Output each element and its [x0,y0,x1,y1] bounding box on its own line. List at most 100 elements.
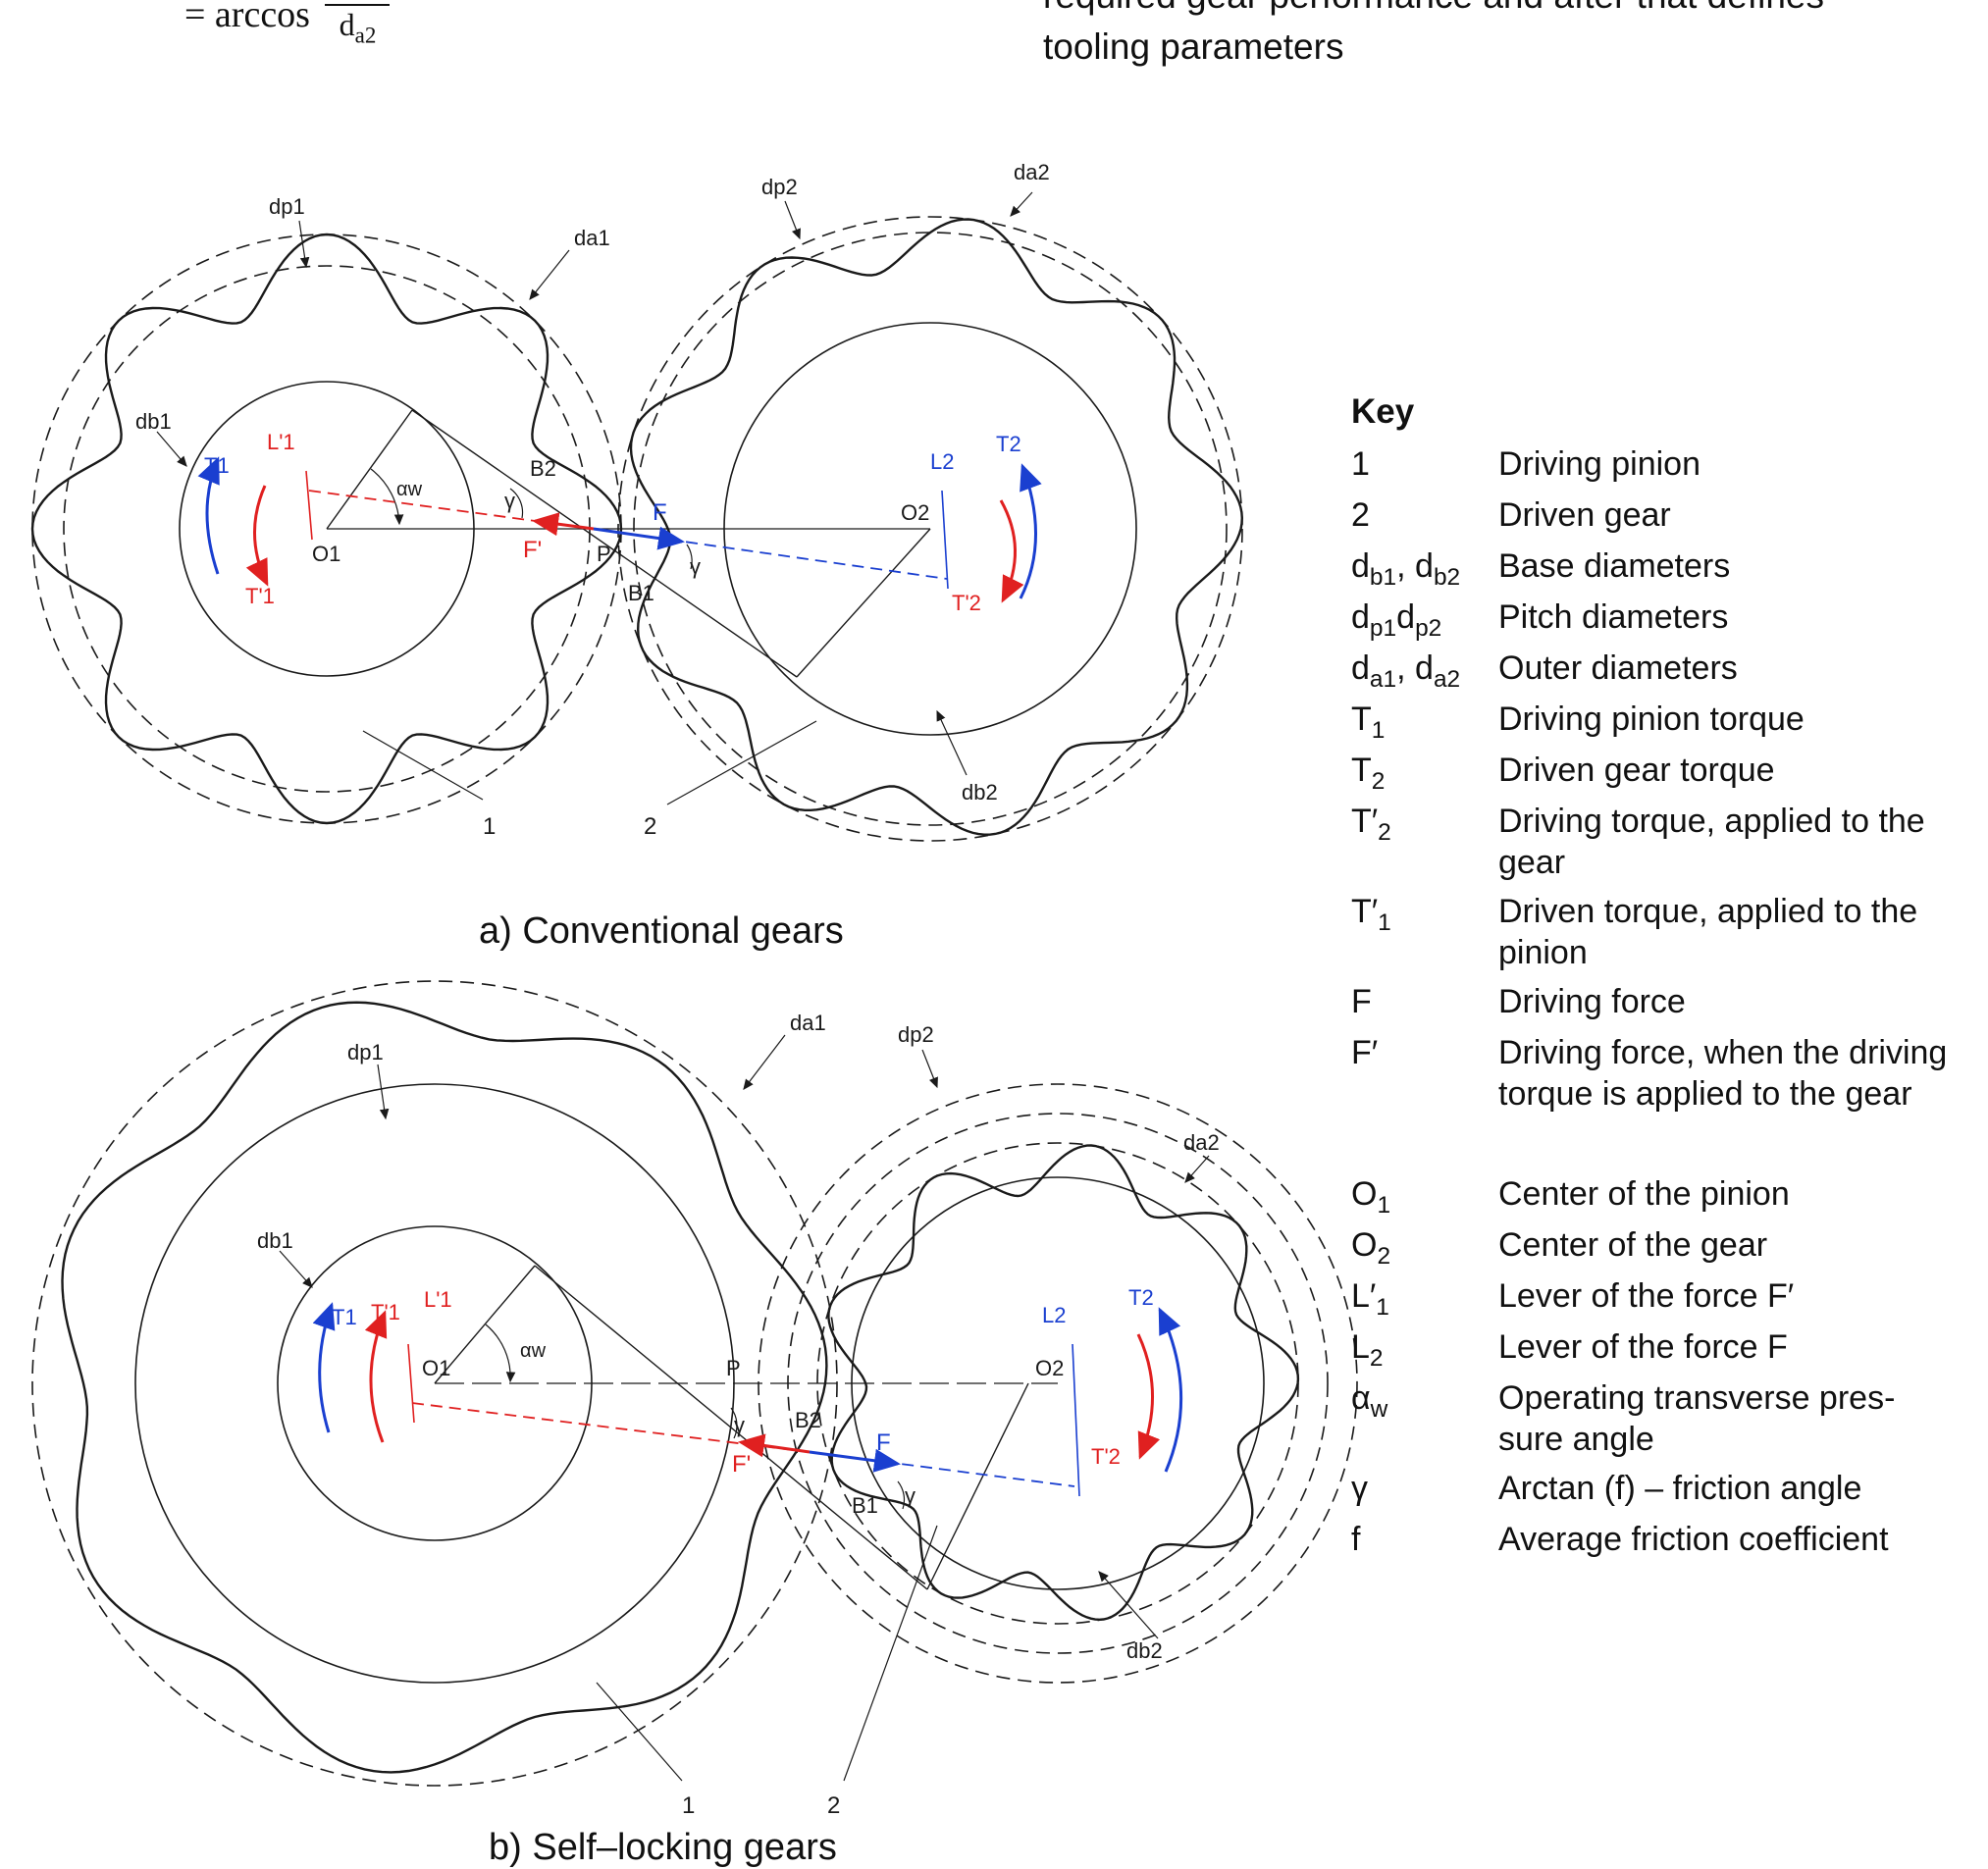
key-symbol: F′ [1351,1034,1379,1071]
fig-b-label-P: P [726,1356,741,1380]
fig-a-label-B2: B2 [530,456,556,481]
fig-b-gamma-arc [730,1407,738,1439]
fig-b-label-T2: T2 [1128,1285,1154,1310]
fig-a-radius-o1 [326,409,413,530]
fig-a-label-F: F [653,499,667,526]
key-symbol: O1 [1351,1175,1391,1219]
fig-b-label-dp2: dp2 [898,1022,934,1047]
fig-a-alpha-arc [370,468,404,526]
key-symbol: 1 [1351,445,1370,483]
formula-prefix: = arccos [184,0,310,35]
fig-b-line-of-action [534,1265,928,1590]
fig-a-label-db1: db1 [135,409,172,434]
key-description: Arctan (f) – friction angle [1498,1470,1862,1507]
fig-b-label-B1: B1 [852,1493,878,1518]
key-symbol: T2 [1351,752,1386,795]
key-description: Lever of the force F [1498,1328,1788,1366]
fig-b-T2p-arrow [1136,1333,1161,1460]
fig-b-label-db1: db1 [257,1228,293,1253]
key-description: Driving pinion torque [1498,701,1805,738]
fig-b-radius-o2 [926,1382,1029,1590]
fig-a-label-gamma: γ [504,489,515,513]
formula-den: d [339,7,355,42]
fig-b-gear-outline [827,1144,1300,1622]
fig-a-label-L1p: L'1 [267,430,295,454]
fig-a-label-T1: T1 [204,453,230,478]
fig-a-leader-dp1 [298,220,310,269]
key-symbol: db1, db2 [1351,547,1461,591]
formula-den-sub: a2 [354,22,377,48]
key-symbol: O2 [1351,1226,1391,1270]
fig-b-red-lever [407,1343,415,1424]
fig-b-blue-lever [1072,1343,1080,1497]
fig-a-leader-2 [666,720,817,805]
key-symbol: T1 [1351,701,1386,744]
fig-b-label-O1: O1 [422,1356,450,1380]
fig-a-T1-arrow [197,456,220,575]
fig-b-pinion-outline [61,1001,828,1774]
fig-a-label-T2: T2 [996,432,1021,456]
fig-b-leader-1 [596,1682,683,1782]
fig-a-label-O2: O2 [901,500,929,525]
fig-b-label-2: 2 [827,1792,840,1819]
fig-a-red-lever [305,470,313,541]
key-symbol: γ [1351,1470,1368,1507]
key-symbol: 2 [1351,496,1370,534]
fig-a-label-1: 1 [483,813,496,840]
key-description: Base diameters [1498,547,1731,585]
key-description: Outer diameters [1498,649,1738,687]
fig-a-label-gamma-2: γ [690,554,701,579]
fig-b-label-L2: L2 [1042,1303,1066,1327]
fig-b-F-arrow [809,1448,901,1473]
key-symbol: T′2 [1351,803,1391,846]
fig-a-label-Fp: F' [523,537,542,563]
fig-a-T2-arrow [1019,463,1042,599]
fig-b-leader-db2 [1098,1571,1159,1639]
key-description: Lever of the force F′ [1498,1277,1795,1315]
key-symbol: L′1 [1351,1277,1389,1321]
key-description: Center of the gear [1498,1226,1768,1264]
fig-b-label-1: 1 [682,1792,695,1819]
key-symbol: dp1dp2 [1351,598,1442,642]
fig-a-leader-db2 [936,709,968,776]
key-description: Driving torque, applied to the gear [1498,803,1925,881]
key-description: Driven gear [1498,496,1671,534]
key-description: Driven gear torque [1498,752,1775,789]
fig-b-label-Fp: F' [732,1451,751,1478]
figure-b-labels: dp1 da1 db1 dp2 da2 db2 T1 T'1 L'1 O1 αw… [257,1011,1220,1819]
key-description: Average friction coefficient [1498,1521,1889,1558]
fig-b-label-L1p: L'1 [424,1287,452,1312]
fig-b-T1p-arrow [364,1310,388,1443]
fig-a-label-db2: db2 [962,780,998,805]
fig-a-label-da2: da2 [1014,160,1050,184]
key-description: Driven torque, applied to the pinion [1498,893,1918,971]
fig-b-label-F: F [876,1429,891,1456]
key-title: Key [1351,392,1415,431]
fig-b-leader-dp2 [921,1049,938,1089]
fig-a-label-2: 2 [644,813,656,840]
fig-a-radius-o2 [796,528,931,678]
fig-a-T2p-arrow [999,499,1024,603]
key-description: Driving force, when the driving torque i… [1498,1034,1948,1113]
fig-b-red-dashed [411,1402,811,1453]
fig-a-leader-da1 [529,249,570,300]
fig-b-label-O2: O2 [1035,1356,1064,1380]
figure-a-labels: dp1 da1 db1 dp2 da2 db2 T1 L'1 T'1 O1 αw… [135,160,1050,840]
key-description: Operating transverse pres-sure angle [1498,1379,1896,1458]
fig-a-leader-db1 [156,431,187,467]
fig-b-T2-arrow [1158,1307,1183,1473]
fig-b-label-T1: T1 [332,1305,357,1329]
fig-b-T1-arrow [312,1302,336,1433]
fig-a-label-P: P [597,542,611,566]
fig-a-label-O1: O1 [312,542,340,566]
fig-b-Fp-arrow [738,1433,811,1458]
key-symbol: L2 [1351,1328,1384,1372]
fig-a-Fp-arrow [532,512,595,537]
fig-b-label-dp1: dp1 [347,1040,384,1064]
formula-fraction: da2 [325,0,391,53]
fig-a-pinion-outline [30,233,623,825]
fig-b-label-T1p: T'1 [371,1300,400,1324]
key-symbol: αw [1351,1379,1388,1423]
fig-b-leader-db1 [279,1250,313,1288]
